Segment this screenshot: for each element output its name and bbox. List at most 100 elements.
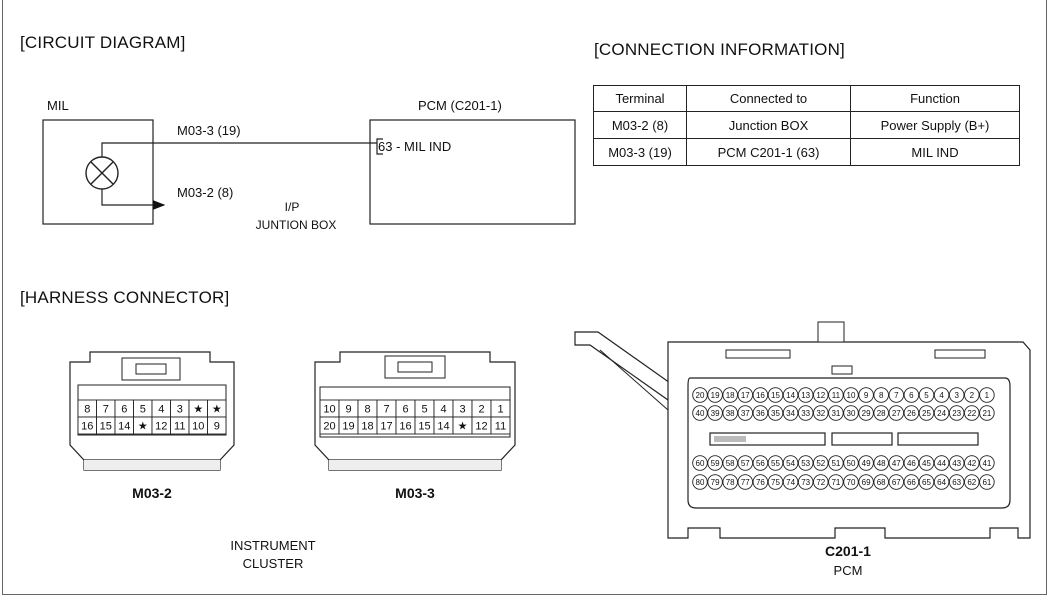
pin-label: ★ [193,403,203,415]
pin-label: 64 [937,478,946,487]
pin-label: 4 [158,403,164,415]
pin-circle [933,387,950,403]
pin-label: 78 [726,478,735,487]
pin-circle [964,474,980,490]
connector-c201-1-label: C201-1 [825,543,871,559]
pin-circle [782,455,799,471]
pin-label: 20 [696,391,705,400]
pin-label: 11 [832,391,841,400]
pin-label: 25 [922,409,931,418]
pin-circle [797,474,814,490]
pin-label: 18 [361,420,373,432]
harness-connector-heading: [HARNESS CONNECTOR] [20,288,230,307]
pin-label: 5 [140,403,146,415]
mil-lamp-icon [85,156,119,190]
pin-label: 19 [342,420,354,432]
pin-label: 3 [177,403,183,415]
pin-label: 36 [756,409,765,418]
pin-label: 39 [711,409,720,418]
pin-circle [752,387,769,403]
pin-label: 35 [771,409,780,418]
pin-circle [888,455,905,471]
pin-label: 43 [952,459,961,468]
pin-label: 76 [756,478,765,487]
ip-label: I/P [285,200,300,214]
pin-circle [737,387,754,403]
pin-circle [767,387,784,403]
table-cell: PCM C201-1 (63) [686,138,851,166]
pin-circle [692,387,708,403]
pin-label: 6 [121,403,127,415]
pin-label: 8 [364,403,370,415]
pin-circle [782,474,799,490]
pin-label: 28 [877,409,886,418]
pin-label: 4 [440,403,446,415]
pin-circle [948,405,965,421]
pin-label: 24 [937,409,946,418]
pin-circle [828,387,844,403]
pin-label: 7 [103,403,109,415]
pin-circle [903,474,920,490]
pin-label: ★ [212,403,222,415]
pin-circle [843,387,859,403]
pin-label: 7 [894,391,899,400]
connection-table: Terminal Connected to Function M03-2 (8)… [593,85,1020,166]
pin-label: 71 [831,478,840,487]
pin-label: 11 [495,420,506,432]
mil-box [42,119,154,225]
table-cell: M03-3 (19) [593,138,687,166]
pin-label: 26 [907,409,916,418]
pin-label: 12 [816,391,825,400]
pin-label: 16 [756,391,765,400]
pcm-pin-label: 63 - MIL IND [378,139,451,154]
pin-circle [888,405,905,421]
wire-mil-to-junction-box [101,189,166,210]
pin-label: 68 [877,478,886,487]
pin-cell [207,416,227,435]
pin-cell [490,416,511,435]
pin-label: 27 [892,409,901,418]
table-cell: Power Supply (B+) [850,111,1020,139]
pin-label: 79 [711,478,720,487]
pin-circle [707,387,723,403]
pin-circle [843,405,859,421]
table-row: M03-2 (8) Junction BOX Power Supply (B+) [593,111,1020,139]
pin-label: 42 [967,459,976,468]
pin-label: 48 [877,459,886,468]
pin-label: 5 [924,391,929,400]
pin-circle [964,405,980,421]
pin-circle [767,474,784,490]
pin-label: 72 [816,478,825,487]
pin-circle [767,405,784,421]
pin-circle [979,455,995,471]
pin-label: 58 [726,459,735,468]
pin-label: 10 [192,420,204,432]
pin-label: 55 [771,459,780,468]
pcm-pin-bracket [376,138,383,155]
pin-circle [843,455,859,471]
pin-label: 63 [952,478,961,487]
pin-circle [873,474,889,490]
pin-label: 18 [726,391,735,400]
pin-label: 80 [696,478,705,487]
pin-circle [979,474,995,490]
pin-circle [918,455,935,471]
pin-circle [797,405,814,421]
pin-circle [828,405,844,421]
pin-circle [692,405,708,421]
table-row: M03-3 (19) PCM C201-1 (63) MIL IND [593,138,1020,166]
pin-label: 57 [741,459,750,468]
pin-circle [813,405,829,421]
wire-bottom-label: M03-2 (8) [177,185,233,200]
pin-circle [873,455,889,471]
connector-m03-3-label: M03-3 [395,485,435,501]
pin-circle [918,474,935,490]
pin-circle [888,474,905,490]
pin-circle [692,474,708,490]
pin-label: 10 [323,403,335,415]
pin-circle [828,474,844,490]
pin-label: 14 [118,420,130,432]
pin-circle [813,387,829,403]
pin-label: 60 [696,459,705,468]
